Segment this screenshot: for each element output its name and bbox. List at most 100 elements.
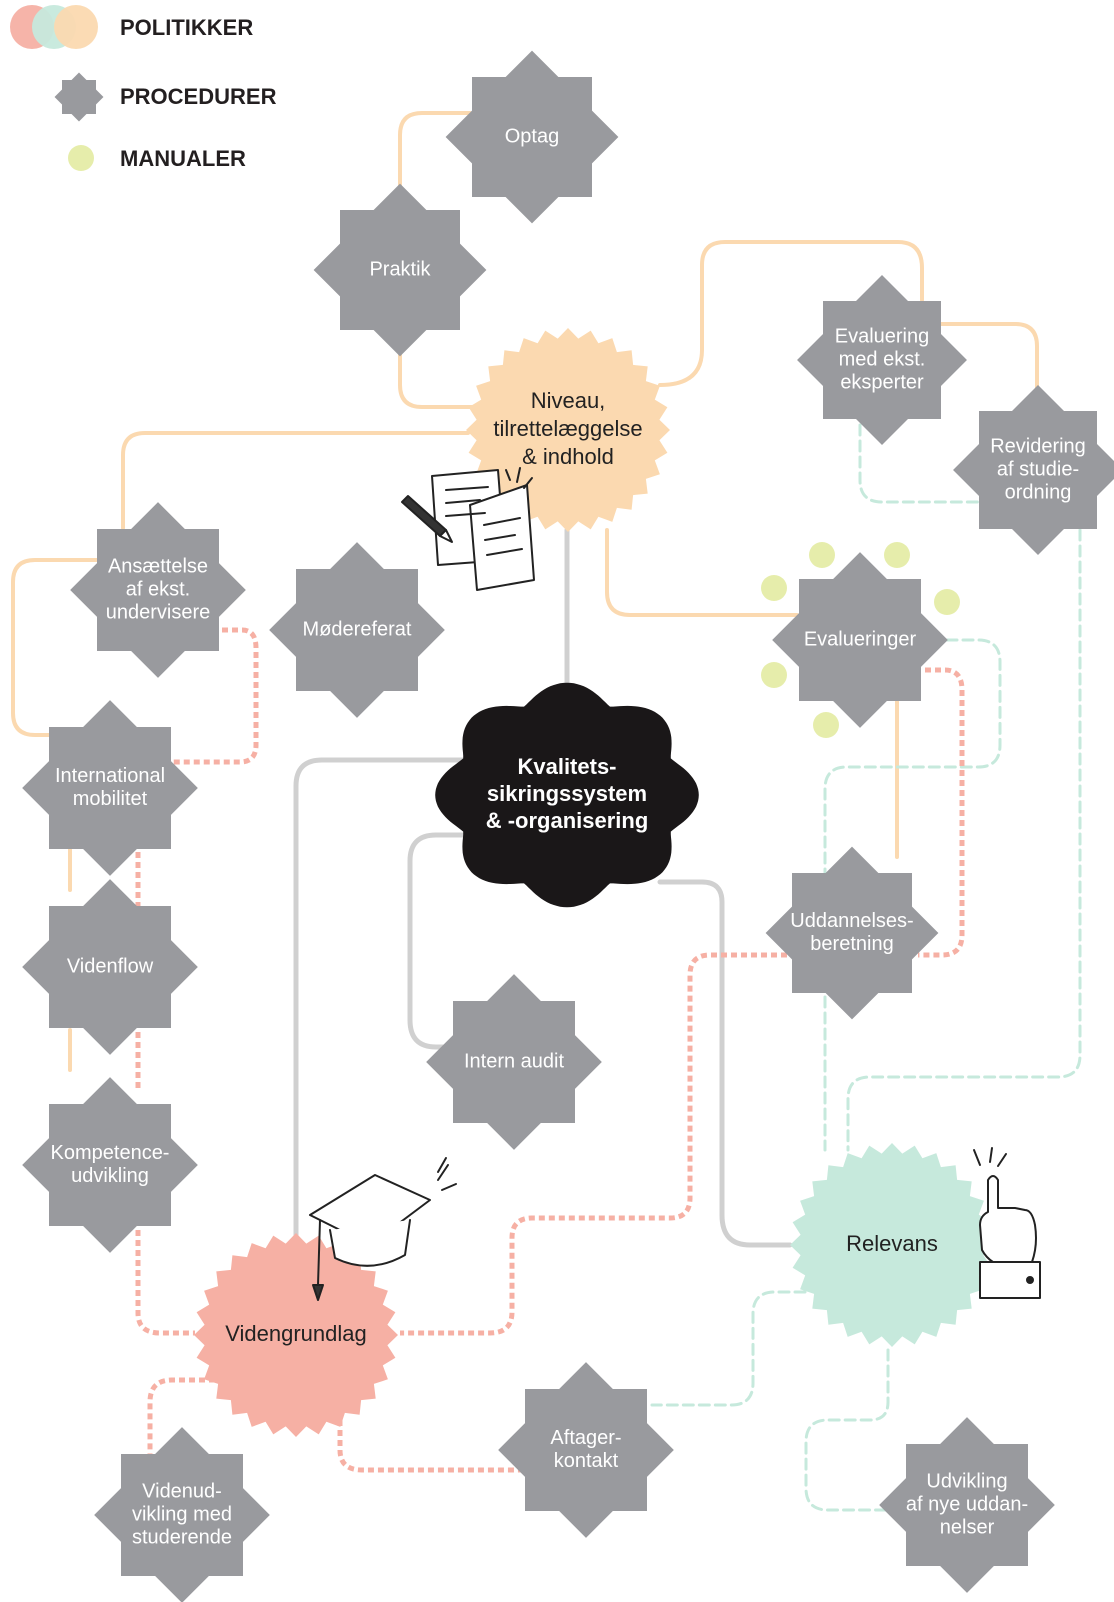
illustrations xyxy=(309,467,1041,1301)
procedure-shape xyxy=(426,974,602,1150)
procedure-uddannelsesberetning: Uddannelses-beretning xyxy=(765,846,939,1020)
core-label-line: sikringssystem xyxy=(487,781,647,806)
connector-uddannelsesberetning-videngrundlag xyxy=(400,952,797,1336)
procedure-videnudvikling-label-line: studerende xyxy=(132,1526,232,1548)
manual-dot xyxy=(761,662,787,688)
procedure-shape xyxy=(879,1417,1055,1593)
connector-videngrundlag-aftagerkontakt xyxy=(337,1400,522,1473)
procedure-shape xyxy=(94,1427,270,1602)
procedure-aftagerkontakt-label: Aftager-kontakt xyxy=(550,1427,621,1472)
legend-politikker-label: POLITIKKER xyxy=(120,15,254,40)
manual-dot xyxy=(761,575,787,601)
policy-videngrundlag-label: Videngrundlag xyxy=(225,1321,367,1346)
procedure-shape xyxy=(953,385,1114,555)
connector-videngrundlag-videnudvikling xyxy=(147,1377,215,1468)
procedure-international-label-line: mobilitet xyxy=(73,788,148,810)
policy-relevans: Relevans xyxy=(790,1143,994,1347)
procedure-shape xyxy=(22,700,198,876)
procedure-international-label-line: International xyxy=(55,765,165,787)
connector-niveau-evalueringer xyxy=(605,528,799,617)
manual-dot xyxy=(884,542,910,568)
procedure-videnflow-label-line: Videnflow xyxy=(67,955,154,977)
core-label: Kvalitets-sikringssystem& -organisering xyxy=(486,754,649,833)
policy-shape xyxy=(194,1233,398,1437)
connector-optag-praktik xyxy=(398,111,472,212)
procedure-videnflow: Videnflow xyxy=(22,879,198,1055)
procedure-shape xyxy=(22,879,198,1055)
policy-niveau-label-line: tilrettelæggelse xyxy=(493,416,642,441)
policy-shape xyxy=(790,1143,994,1347)
connector-core-videngrundlag xyxy=(293,757,473,1238)
procedure-shape xyxy=(22,1077,198,1253)
core-label-line: & -organisering xyxy=(486,808,649,833)
procedure-moedereferat: Mødereferat xyxy=(269,542,445,718)
policy-niveau-label-line: & indhold xyxy=(522,444,614,469)
procedure-uddannelsesberetning-label-line: Uddannelses- xyxy=(790,910,913,932)
connector-evalueringer-relevans xyxy=(823,638,1002,1152)
policy-niveau-label-line: Niveau, xyxy=(531,388,606,413)
manual-dots xyxy=(761,542,960,738)
procedure-kompetence: Kompetence-udvikling xyxy=(22,1077,198,1253)
pencil-icon xyxy=(401,495,453,543)
connector-revidering-relevans xyxy=(846,528,1082,1152)
procedure-videnflow-label: Videnflow xyxy=(67,955,154,977)
legend-manualer-label: MANUALER xyxy=(120,146,246,171)
procedure-shape xyxy=(70,502,246,678)
policy-videngrundlag: Videngrundlag xyxy=(194,1233,398,1437)
procedure-intern-audit-label-line: Intern audit xyxy=(464,1050,565,1072)
procedure-evalueringer-label-line: Evalueringer xyxy=(804,628,917,650)
procedure-optag: Optag xyxy=(445,50,619,224)
procedure-shape xyxy=(269,542,445,718)
pointing-hand-icon xyxy=(973,1147,1041,1299)
procedure-aftagerkontakt-label-line: kontakt xyxy=(554,1450,619,1472)
connector-evaluering-revidering xyxy=(938,322,1039,402)
policy-relevans-label-line: Relevans xyxy=(846,1231,938,1256)
procedure-udvikling-label-line: af nye uddan- xyxy=(906,1493,1028,1515)
procedure-revidering-label-line: af studie- xyxy=(997,458,1079,480)
connector-ansaettelse-international xyxy=(11,558,100,737)
procedure-evalueringer: Evalueringer xyxy=(772,552,948,728)
legend-policy-dot-orange xyxy=(54,5,98,49)
procedure-udvikling-label-line: Udvikling xyxy=(926,1470,1007,1492)
procedure-evaluering-eksperter-label-line: med ekst. xyxy=(839,348,926,370)
procedure-shape xyxy=(445,50,619,224)
procedure-ansaettelse-label-line: af ekst. xyxy=(126,578,190,600)
core-shape xyxy=(435,682,699,908)
procedure-udvikling-label-line: nelser xyxy=(940,1516,995,1538)
procedure-shape xyxy=(313,183,487,357)
connector-core-relevans xyxy=(657,879,793,1248)
procedure-kompetence-label: Kompetence-udvikling xyxy=(51,1142,170,1187)
connector-core-intern-audit xyxy=(407,832,473,1050)
manual-dot xyxy=(934,589,960,615)
procedure-revidering-label-line: Revidering xyxy=(990,435,1086,457)
manual-dot xyxy=(809,542,835,568)
policy-niveau-label: Niveau, tilrettelæggelse & indhold xyxy=(493,388,642,469)
connector-relevans-udvikling xyxy=(804,1348,912,1512)
procedure-videnudvikling-label-line: vikling med xyxy=(132,1503,232,1525)
legend-procedure-icon xyxy=(54,72,104,122)
graduation-cap-icon xyxy=(309,1157,457,1301)
procedure-praktik-label-line: Praktik xyxy=(369,258,431,280)
legend xyxy=(10,5,104,171)
policy-videngrundlag-label-line: Videngrundlag xyxy=(225,1321,367,1346)
legend-procedurer-label: PROCEDURER xyxy=(120,84,277,109)
connectors xyxy=(11,111,1082,1512)
procedure-intern-audit: Intern audit xyxy=(426,974,602,1150)
procedure-revidering-label-line: ordning xyxy=(1005,481,1072,503)
connector-ansaettelse-international-dashed xyxy=(172,627,259,765)
manual-dot xyxy=(813,712,839,738)
legend-procedure-shape xyxy=(54,72,104,122)
connector-evalueringer-uddannelsesberetning-dashed xyxy=(918,667,965,958)
procedure-shape xyxy=(498,1362,674,1538)
connector-niveau-evaluering-eksperter xyxy=(658,240,924,387)
connector-relevans-aftagerkontakt xyxy=(650,1290,807,1407)
procedure-ansaettelse-label-line: Ansættelse xyxy=(108,555,208,577)
procedure-intern-audit-label: Intern audit xyxy=(464,1050,565,1072)
